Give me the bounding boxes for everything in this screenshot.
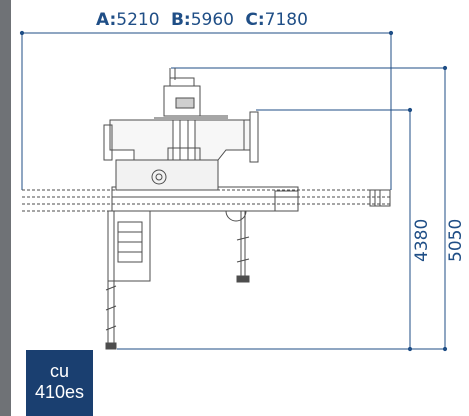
dim-b-key: B:: [170, 10, 191, 30]
dim-point: [388, 30, 394, 36]
machine-housing: [115, 159, 219, 191]
height-inner-label: 4380: [412, 218, 432, 262]
main-table: [111, 186, 299, 212]
dim-a-value: 5210: [116, 10, 160, 30]
height-outer-label: 5050: [446, 218, 466, 262]
model-badge: cu 410es: [26, 350, 93, 416]
dim-b-value: 5960: [190, 10, 234, 30]
dim-a-key: A:: [96, 10, 117, 30]
spindle-column: [172, 119, 196, 161]
dimension-lines: [19, 30, 448, 352]
machine-body: [22, 68, 391, 350]
model-line2: 410es: [34, 382, 85, 402]
dim-c-value: 7180: [264, 10, 308, 30]
dim-point: [19, 30, 25, 36]
handwheel: [151, 169, 167, 185]
model-line1: cu: [49, 361, 69, 381]
side-bar: [0, 0, 11, 416]
dimension-labels: A:5210 B:5960 C:7180: [96, 9, 314, 31]
dim-c-key: C:: [245, 10, 265, 30]
